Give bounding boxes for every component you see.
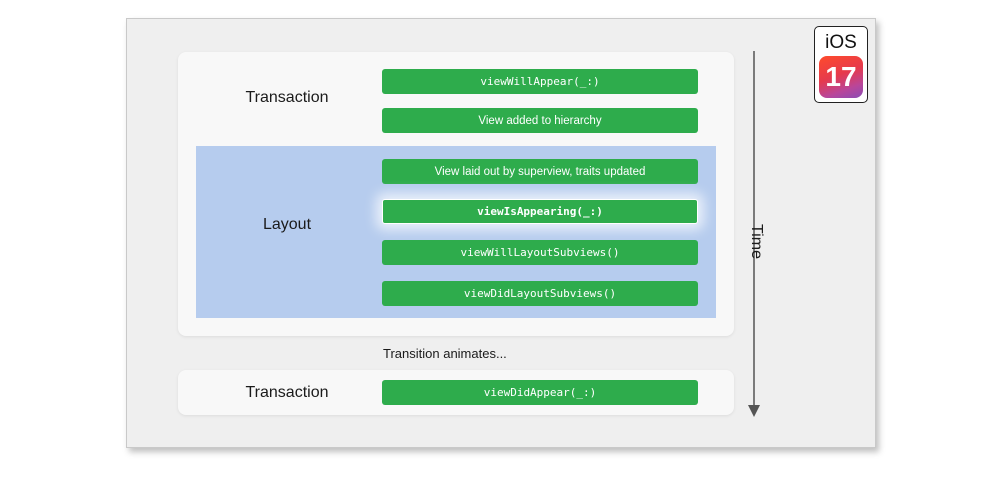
- transition-caption: Transition animates...: [383, 346, 507, 361]
- ios-badge-version: 17: [825, 61, 857, 92]
- view-will-appear-step: viewWillAppear(_:): [382, 69, 698, 94]
- view-will-layout-subviews-step: viewWillLayoutSubviews(): [382, 240, 698, 265]
- view-laid-out-step: View laid out by superview, traits updat…: [382, 159, 698, 184]
- slide: Transaction viewWillAppear(_:) View adde…: [126, 18, 876, 448]
- view-did-layout-subviews-step: viewDidLayoutSubviews(): [382, 281, 698, 306]
- ios-version-badge: iOS 17: [814, 26, 868, 103]
- time-axis-label: Time: [748, 224, 765, 259]
- ios-badge-text: iOS: [825, 32, 857, 53]
- time-arrow-icon: [748, 51, 760, 417]
- transaction-label-top: Transaction: [245, 89, 329, 106]
- ios-17-icon: 17: [819, 56, 863, 98]
- layout-label: Layout: [262, 216, 312, 233]
- view-did-appear-step: viewDidAppear(_:): [382, 380, 698, 405]
- transaction-label-bottom: Transaction: [245, 384, 329, 401]
- view-added-to-hierarchy-step: View added to hierarchy: [382, 108, 698, 133]
- view-is-appearing-step: viewIsAppearing(_:): [382, 199, 698, 224]
